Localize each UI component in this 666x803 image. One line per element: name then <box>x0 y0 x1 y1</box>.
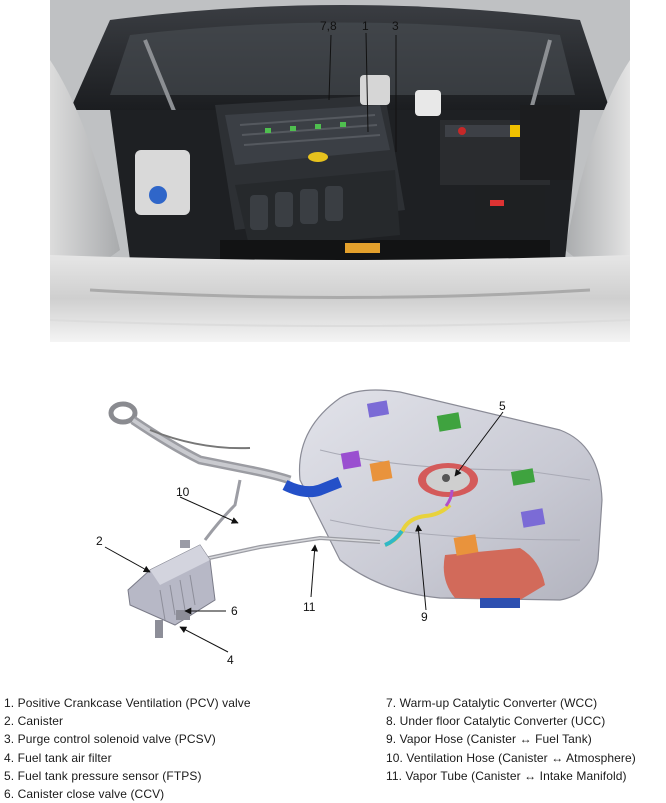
callout-9: 9 <box>421 610 428 624</box>
legend-item-3: 3. Purge control solenoid valve (PCSV) <box>4 732 216 747</box>
callout-6: 6 <box>231 604 238 618</box>
callout-3: 3 <box>392 19 399 33</box>
legend-item-1: 1. Positive Crankcase Ventilation (PCV) … <box>4 696 251 710</box>
callout-10: 10 <box>176 485 190 499</box>
callout-5: 5 <box>499 399 506 413</box>
engine-bay-photo: 7,8 1 3 <box>50 0 630 342</box>
legend-item-5: 5. Fuel tank pressure sensor (FTPS) <box>4 768 202 783</box>
legend-item-6: 6. Canister close valve (CCV) <box>4 787 165 802</box>
callout-1: 1 <box>362 19 369 33</box>
legend-item-10: 10. Ventilation Hose (Canister ↔ Atmosph… <box>386 750 636 765</box>
legend-item-4: 4. Fuel tank air filter <box>4 750 112 765</box>
fuel-system-diagram: 5 10 2 6 4 11 9 <box>96 389 603 667</box>
callout-4: 4 <box>227 653 234 667</box>
legend-item-11: 11. Vapor Tube (Canister ↔ Intake Manifo… <box>386 768 627 783</box>
callout-7-8: 7,8 <box>320 19 337 33</box>
callout-11: 11 <box>303 600 316 614</box>
component-legend-right: 7. Warm-up Catalytic Converter (WCC) 8. … <box>386 694 666 785</box>
component-legend-left: 1. Positive Crankcase Ventilation (PCV) … <box>4 694 334 803</box>
legend-item-2: 2. Canister <box>4 714 64 729</box>
legend-item-8: 8. Under floor Catalytic Converter (UCC) <box>386 714 606 729</box>
legend-item-7: 7. Warm-up Catalytic Converter (WCC) <box>386 696 598 710</box>
legend-item-9: 9. Vapor Hose (Canister ↔ Fuel Tank) <box>386 732 592 747</box>
callout-2: 2 <box>96 534 103 548</box>
